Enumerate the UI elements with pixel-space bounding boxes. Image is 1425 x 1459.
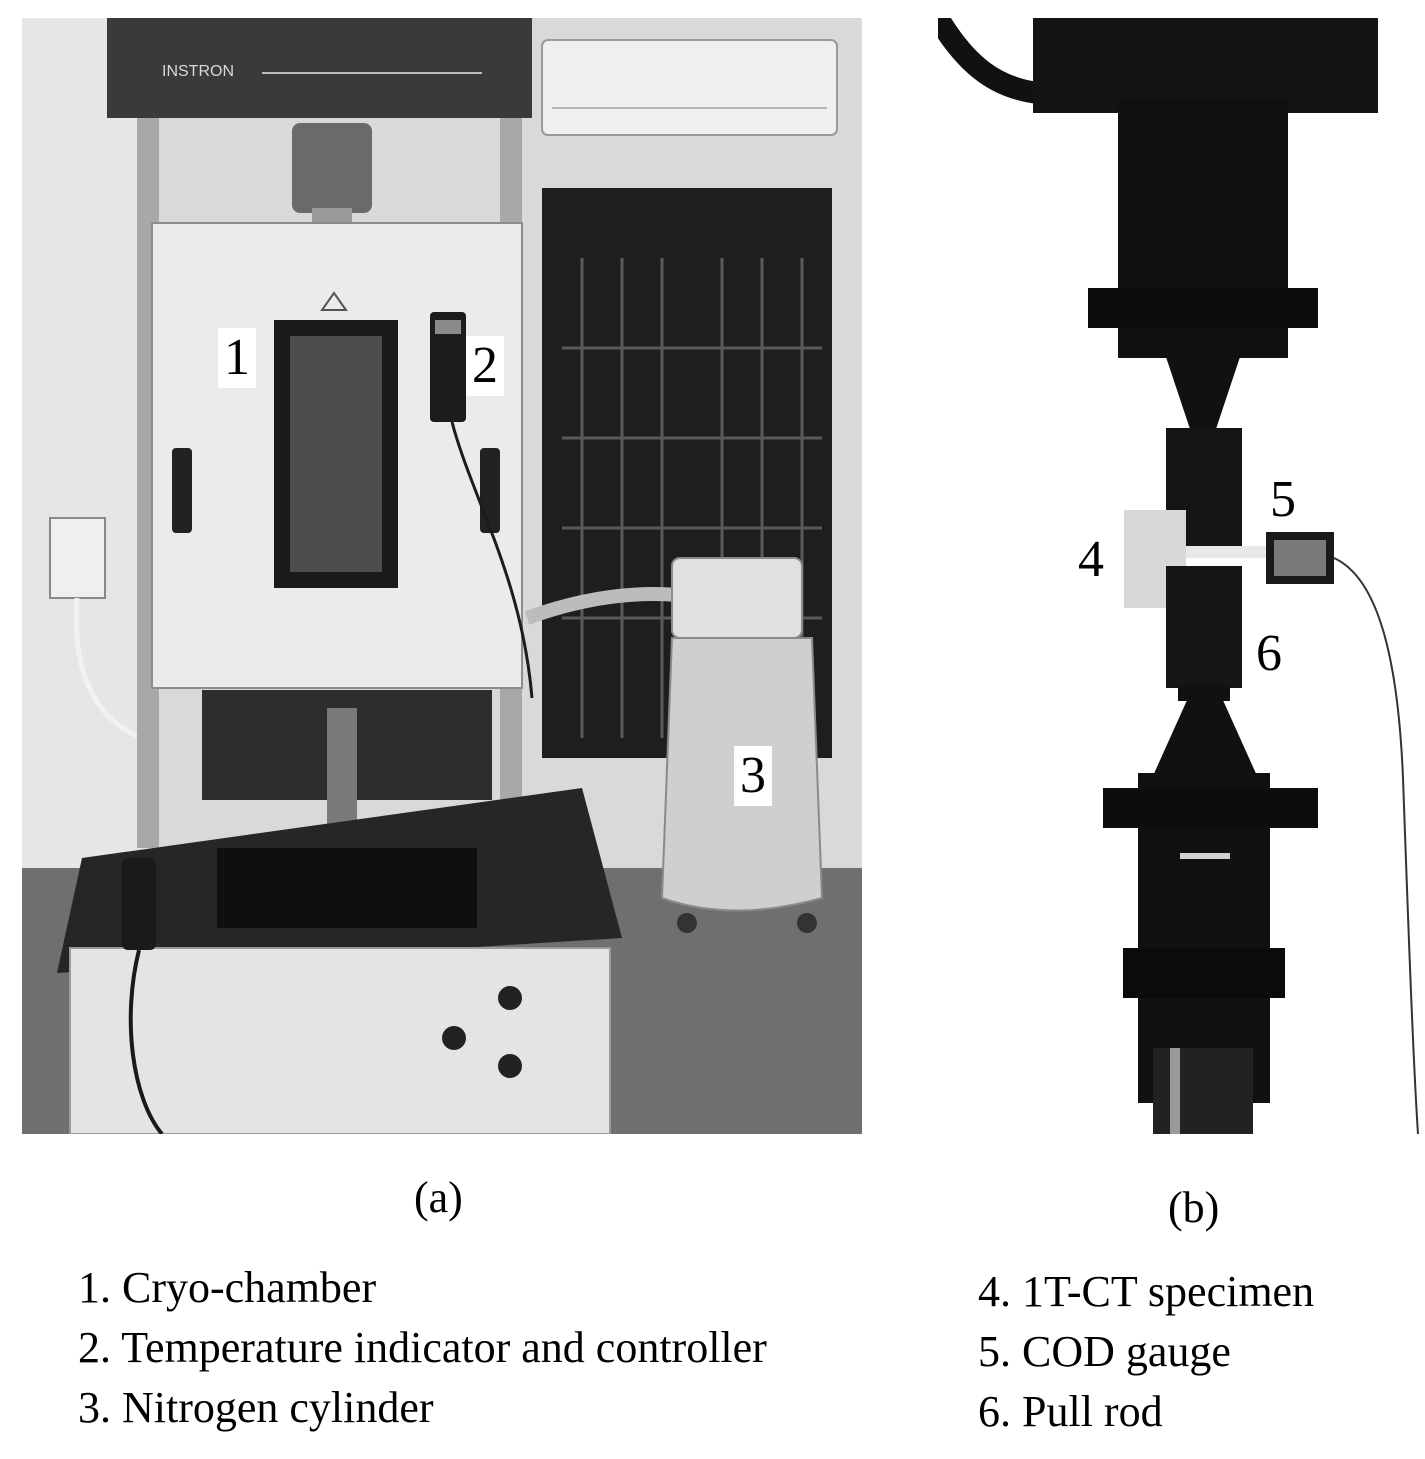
- marker-6: 6: [1256, 625, 1282, 682]
- testing-machine-illustration: INSTRON: [22, 18, 862, 1134]
- marker-2: 2: [466, 336, 504, 396]
- legend-item-cryo-chamber: 1. Cryo-chamber: [78, 1263, 377, 1312]
- legend-item-cod-gauge: 5. COD gauge: [978, 1327, 1231, 1376]
- legend-item-temperature-controller: 2. Temperature indicator and controller: [78, 1323, 767, 1372]
- legend-item-specimen: 4. 1T-CT specimen: [978, 1267, 1315, 1316]
- marker-5: 5: [1270, 471, 1296, 528]
- specimen-fixture-illustration: [938, 18, 1419, 1134]
- photo-testing-machine: INSTRON: [22, 18, 862, 1134]
- instron-brand-text: INSTRON: [162, 63, 234, 80]
- panel-b-caption: (b): [1168, 1183, 1220, 1232]
- panel-a-caption: (a): [414, 1173, 463, 1222]
- marker-4: 4: [1078, 531, 1104, 588]
- marker-1: 1: [218, 328, 256, 388]
- legend-left: 1. Cryo-chamber 2. Temperature indicator…: [78, 1258, 767, 1438]
- legend-right: 4. 1T-CT specimen 5. COD gauge 6. Pull r…: [978, 1262, 1314, 1442]
- legend-item-nitrogen-cylinder: 3. Nitrogen cylinder: [78, 1383, 434, 1432]
- photo-specimen-fixture: 4 5 6: [938, 18, 1425, 1134]
- legend-item-pull-rod: 6. Pull rod: [978, 1387, 1163, 1436]
- marker-3: 3: [734, 746, 772, 806]
